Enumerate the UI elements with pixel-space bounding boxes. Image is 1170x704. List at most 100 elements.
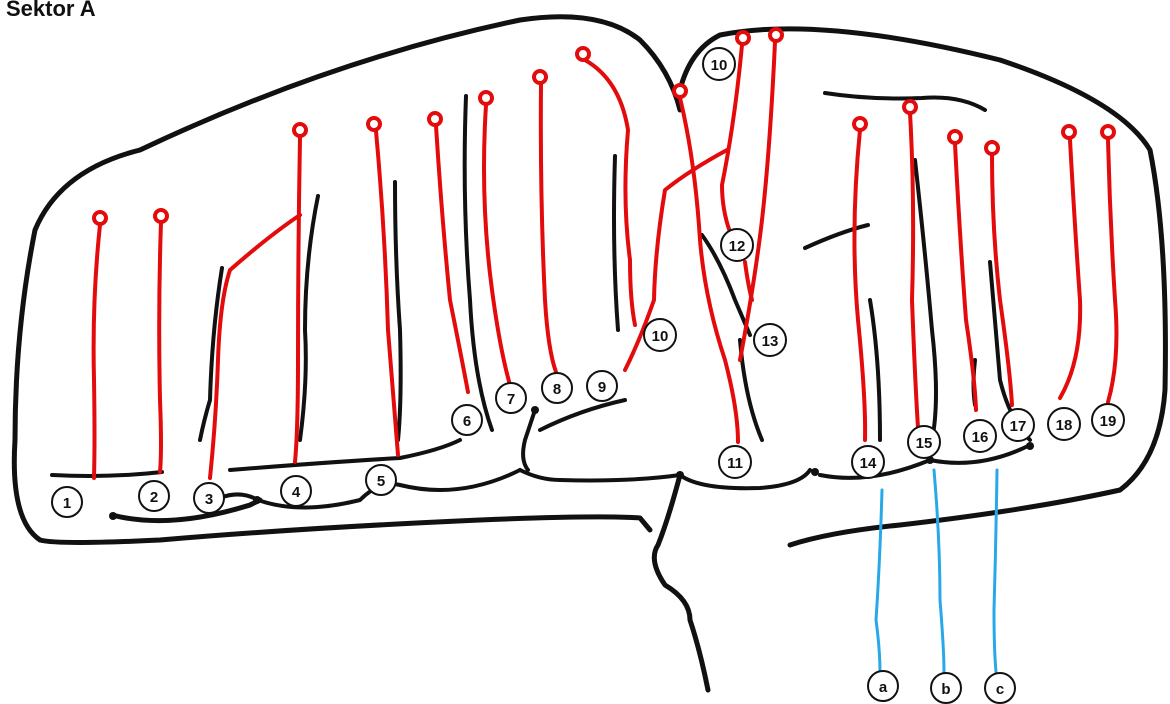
ring-6 (427, 111, 443, 127)
ring-13 (768, 27, 784, 43)
red-line-13 (738, 40, 777, 362)
vein-4 (298, 194, 320, 442)
svg-text:2: 2 (150, 489, 158, 506)
label-3: 3 (193, 482, 225, 514)
svg-text:19: 19 (1100, 413, 1117, 430)
red-line-9 (583, 58, 637, 327)
svg-text:6: 6 (463, 413, 471, 430)
ring-9 (575, 46, 591, 62)
vein-6 (462, 94, 494, 432)
vein-mid-right (803, 223, 870, 250)
red-line-1 (91, 223, 102, 480)
svg-text:15: 15 (916, 435, 933, 452)
ring-16 (947, 129, 963, 145)
label-12: 12 (720, 228, 754, 262)
svg-text:c: c (996, 681, 1004, 698)
red-line-8 (538, 83, 558, 374)
label-19: 19 (1091, 403, 1125, 437)
dot-junction (109, 512, 117, 520)
ring-15 (902, 99, 918, 115)
svg-text:18: 18 (1056, 417, 1073, 434)
ring-17 (984, 140, 1000, 156)
svg-text:b: b (941, 681, 950, 698)
blue-lines (874, 468, 999, 674)
ring-14 (852, 116, 868, 132)
svg-text:10: 10 (711, 57, 728, 74)
sector-title: Sektor A (6, 0, 96, 21)
label-1: 1 (51, 486, 83, 518)
red-line-2 (157, 220, 163, 474)
red-line-6 (434, 124, 470, 394)
vein-12 (700, 233, 752, 337)
red-line-14 (852, 128, 868, 442)
label-10-bottom: 10 (643, 318, 677, 352)
label-5: 5 (365, 464, 397, 496)
dot-junction (531, 406, 539, 414)
red-line-10 (623, 148, 729, 372)
label-13: 13 (753, 323, 787, 357)
vein-lower-left (218, 468, 522, 510)
red-line-19 (1106, 138, 1119, 404)
red-line-7 (482, 103, 512, 387)
red-line-15 (908, 111, 920, 430)
vein-center-junction (521, 398, 627, 472)
svg-text:10: 10 (652, 328, 669, 345)
label-16: 16 (963, 419, 997, 453)
label-14: 14 (851, 445, 885, 479)
blue-line-c (992, 468, 999, 674)
svg-text:17: 17 (1010, 418, 1027, 435)
ring-11 (672, 83, 688, 99)
svg-text:13: 13 (762, 333, 779, 350)
dot-junction (676, 471, 684, 479)
ring-1 (92, 210, 108, 226)
vein-5 (393, 180, 403, 442)
label-10-top: 10 (702, 47, 736, 81)
svg-text:16: 16 (972, 429, 989, 446)
outline-bottom-left (109, 497, 263, 524)
label-c: c (984, 672, 1016, 704)
label-8: 8 (541, 372, 573, 404)
label-17: 17 (1001, 408, 1035, 442)
vein-3 (198, 266, 224, 442)
red-line-5 (374, 129, 400, 457)
ring-2 (153, 208, 169, 224)
blue-line-a (874, 488, 884, 674)
vein-15 (913, 158, 938, 442)
red-lines (91, 40, 1119, 480)
red-line-4 (293, 135, 302, 464)
red-line-3 (208, 213, 302, 480)
vein-baseline-left (50, 438, 462, 478)
labels: 1 2 3 4 5 6 7 8 9 10 10 11 12 13 14 15 1… (51, 47, 1125, 704)
svg-text:a: a (879, 679, 888, 696)
label-7: 7 (495, 382, 527, 414)
red-line-18 (1058, 138, 1083, 400)
label-6: 6 (451, 404, 483, 436)
ring-12 (735, 30, 751, 46)
svg-text:11: 11 (727, 455, 743, 472)
outline (11, 14, 1168, 693)
svg-text:1: 1 (63, 495, 71, 512)
vein-14 (868, 298, 882, 442)
svg-text:5: 5 (377, 473, 385, 490)
outline-right-lobe (677, 26, 1168, 548)
label-4: 4 (280, 475, 312, 507)
veins (50, 91, 1032, 510)
svg-text:4: 4 (292, 484, 301, 501)
svg-text:3: 3 (205, 491, 213, 508)
dot-junction (811, 468, 819, 476)
label-18: 18 (1047, 407, 1081, 441)
svg-text:9: 9 (598, 379, 606, 396)
ring-4 (292, 122, 308, 138)
vein-9 (612, 154, 620, 332)
svg-text:14: 14 (860, 455, 877, 472)
label-b: b (930, 672, 962, 704)
ring-7 (478, 90, 494, 106)
vein-center-lower (518, 468, 812, 491)
red-line-11 (678, 96, 740, 444)
label-a: a (867, 670, 899, 702)
label-9: 9 (586, 370, 618, 402)
svg-text:7: 7 (507, 391, 515, 408)
dot-junction (253, 496, 261, 504)
vein-11 (738, 338, 764, 442)
